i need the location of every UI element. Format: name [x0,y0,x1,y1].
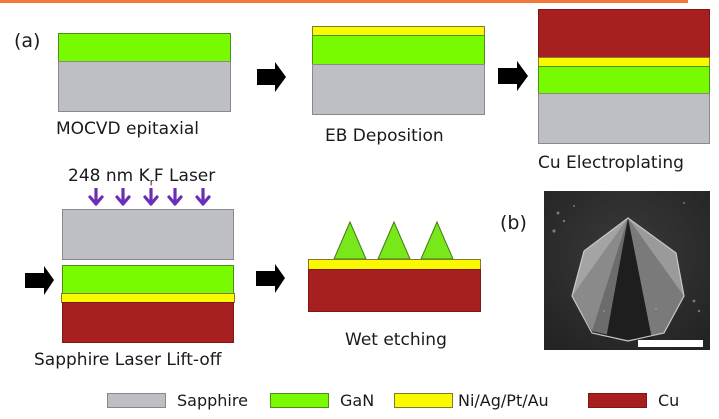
legend-swatch-sapphire [107,393,166,408]
laser-arrow-icon [88,188,104,206]
laser-label-text: 248 nm K [68,166,150,186]
cu-layer [538,9,710,58]
step-caption: MOCVD epitaxial [56,119,200,139]
laser-arrow-icon [195,188,211,206]
top-accent-bar [0,0,688,3]
panel-a-label: (a) [14,30,41,52]
sapphire-layer [58,61,231,112]
scale-bar [638,340,703,347]
step-caption: EB Deposition [325,126,444,146]
sapphire-layer [312,64,485,115]
process-arrow-icon [256,264,285,293]
sapphire-layer-lifted [62,209,234,260]
process-arrow-icon [498,61,528,91]
process-arrow-icon [25,266,54,295]
legend-swatch-gan [270,393,329,408]
cu-layer [308,269,481,312]
laser-arrow-icon [167,188,183,206]
sem-image [544,191,710,350]
cu-layer [62,302,234,343]
step-caption: Wet etching [345,330,447,350]
legend-swatch-metal [394,393,453,408]
laser-label-end: F Laser [153,166,216,186]
legend-label-sapphire: Sapphire [177,391,248,410]
sapphire-layer [538,93,710,144]
gan-layer [62,265,234,294]
step-caption: Cu Electroplating [538,153,684,173]
step-caption: Sapphire Laser Lift-off [34,350,222,370]
legend-label-cu: Cu [658,391,680,410]
sem-pyramid-illustration [544,191,710,350]
laser-label: 248 nm KrF Laser [68,166,215,188]
laser-arrow-icon [143,188,159,206]
gan-pyramid [333,220,367,260]
gan-pyramid [420,220,454,260]
laser-arrows [88,188,211,206]
gan-layer [538,66,710,94]
laser-arrow-icon [115,188,131,206]
legend-label-metal: Ni/Ag/Pt/Au [458,391,549,410]
legend-swatch-cu [588,393,647,408]
gan-pyramids [333,220,454,260]
panel-b-label: (b) [500,212,527,234]
process-arrow-icon [257,62,286,92]
gan-pyramid [377,220,411,260]
laser-label-subscript: r [149,177,154,189]
legend-label-gan: GaN [340,391,375,410]
gan-layer [312,35,485,65]
gan-layer [58,33,231,62]
